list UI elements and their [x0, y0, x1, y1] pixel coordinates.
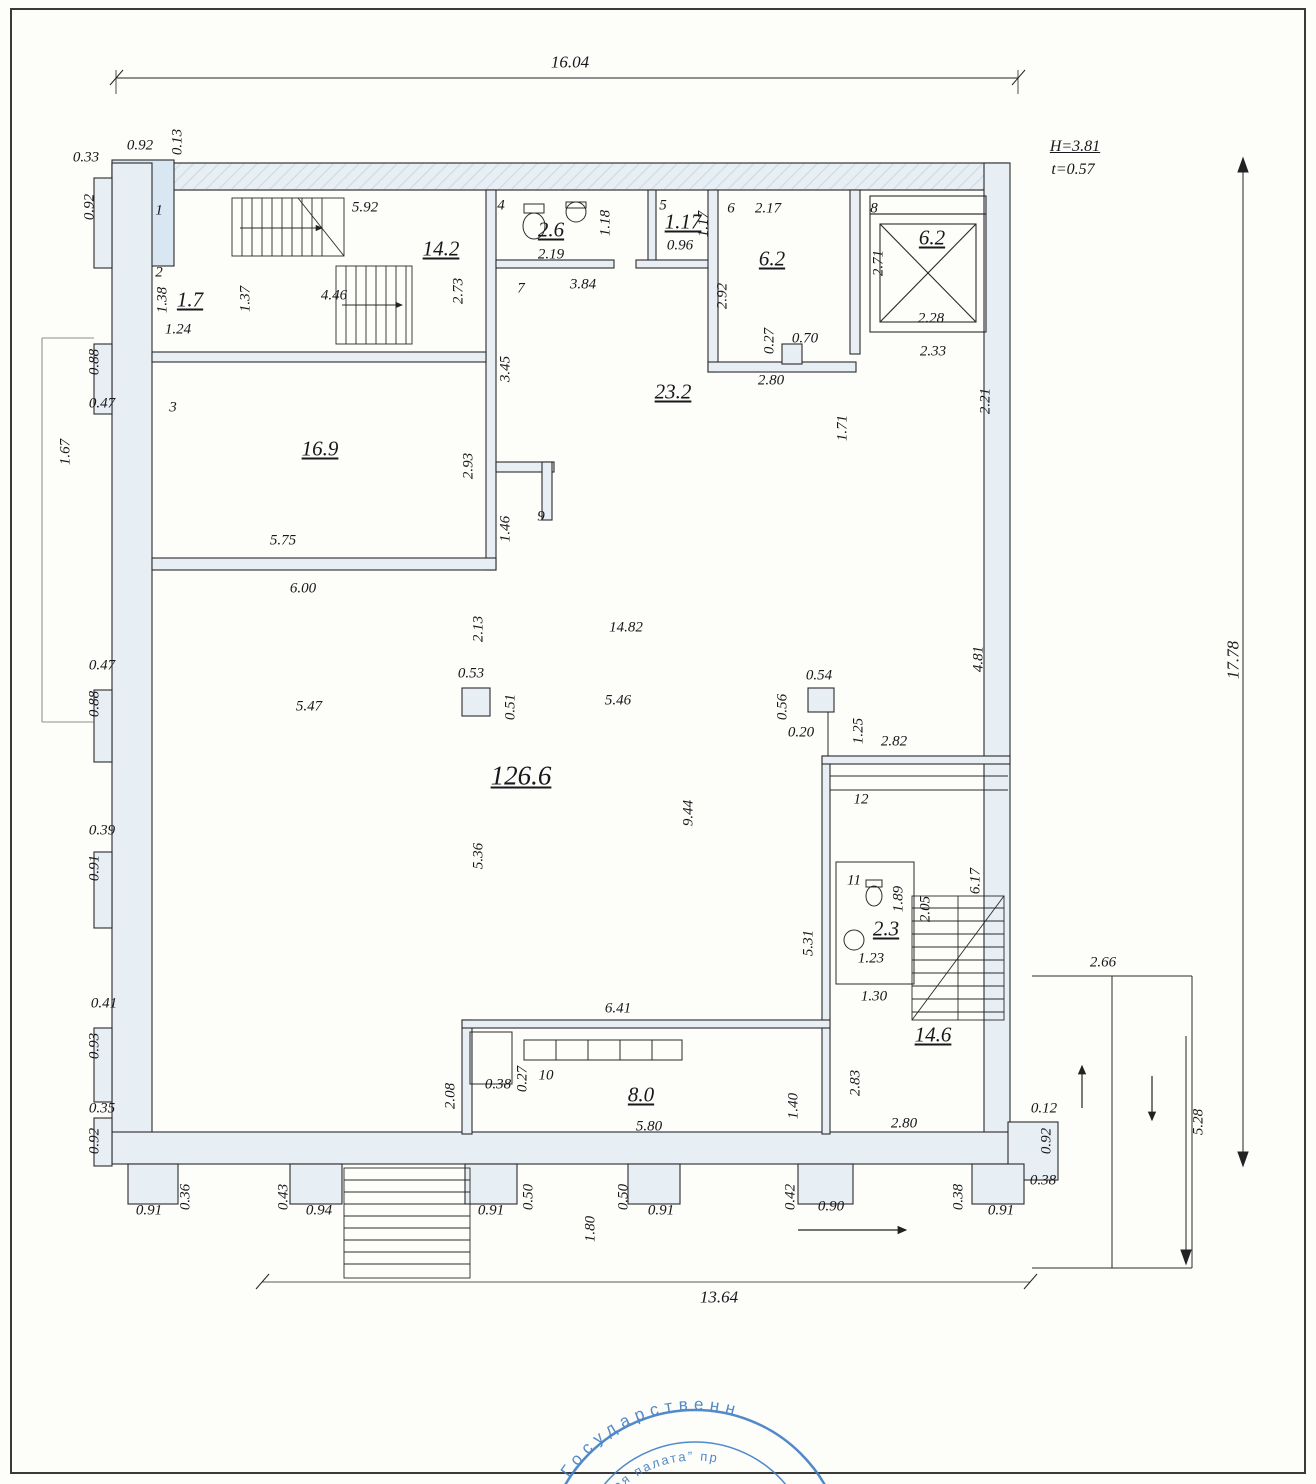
- line-details: [41, 337, 1193, 1269]
- direction-arrows: [798, 1064, 1157, 1235]
- stamp-inner-text: вая палата” пр: [603, 1448, 718, 1484]
- plumbing-fixtures: [522, 201, 883, 951]
- official-stamp: Государственн вая палата” пр: [557, 1395, 826, 1484]
- page-border: [10, 8, 1306, 1474]
- elevator-shaft: [869, 195, 987, 333]
- dimension-lines: [109, 69, 1249, 1290]
- svg-text:вая палата” пр: вая палата” пр: [603, 1448, 720, 1484]
- walls: [93, 159, 1059, 1205]
- stairs: [231, 197, 1005, 1279]
